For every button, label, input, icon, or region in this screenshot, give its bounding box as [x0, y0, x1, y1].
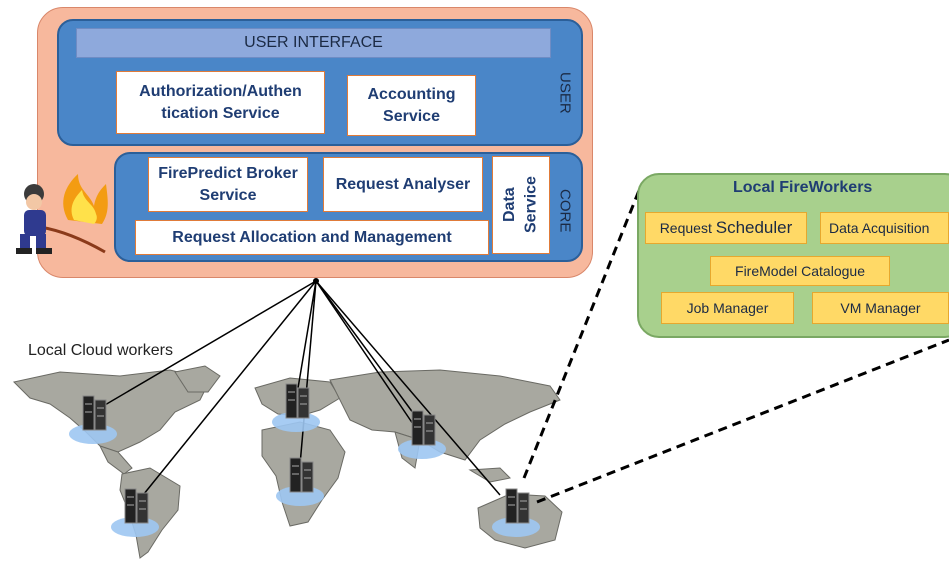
request-scheduler-suffix: Scheduler	[715, 218, 793, 237]
firemodel-catalogue-box[interactable]: FireModel Catalogue	[710, 256, 890, 286]
auth-service-box[interactable]: Authorization/Authen tication Service	[116, 71, 325, 134]
request-analyser-box[interactable]: Request Analyser	[323, 157, 483, 212]
broker-service-box[interactable]: FirePredict Broker Service	[148, 157, 308, 212]
request-scheduler-box[interactable]: Request Scheduler	[645, 212, 807, 244]
core-layer-label: CORE	[556, 189, 574, 233]
server-australia	[491, 488, 541, 538]
user-interface-bar[interactable]: USER INTERFACE	[76, 28, 551, 58]
user-layer-label: USER	[556, 72, 574, 114]
request-allocation-box[interactable]: Request Allocation and Management	[135, 220, 489, 255]
local-cloud-workers-label: Local Cloud workers	[28, 342, 173, 359]
job-manager-box[interactable]: Job Manager	[661, 292, 794, 324]
server-south-america	[110, 488, 160, 538]
local-fireworkers-title: Local FireWorkers	[733, 179, 873, 196]
request-scheduler-prefix: Request	[659, 220, 716, 236]
data-service-box[interactable]: Data Service	[492, 156, 550, 254]
firefighter-icon	[16, 174, 108, 254]
server-north-america	[68, 395, 118, 445]
server-europe	[271, 383, 321, 433]
server-asia	[397, 410, 447, 460]
data-acquisition-box[interactable]: Data Acquisition	[820, 212, 949, 244]
vm-manager-box[interactable]: VM Manager	[812, 292, 949, 324]
server-africa	[275, 457, 325, 507]
accounting-service-box[interactable]: Accounting Service	[347, 75, 476, 136]
